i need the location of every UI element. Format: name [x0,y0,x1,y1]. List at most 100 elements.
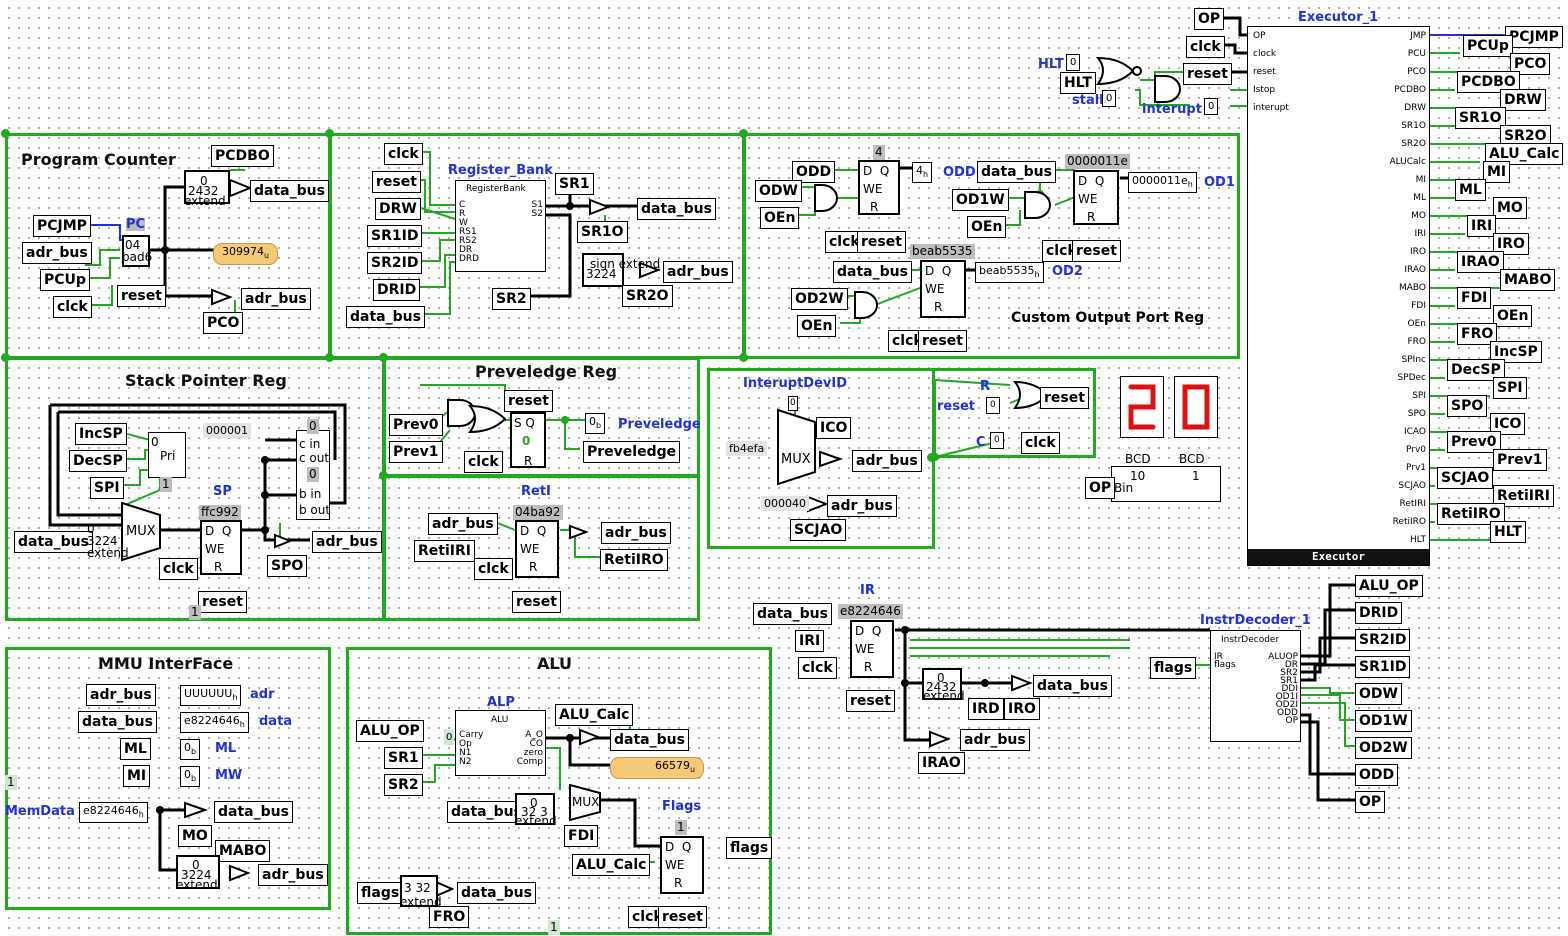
clck-pin[interactable]: clck [464,451,503,473]
reset-pin[interactable]: reset [512,591,561,613]
instr-decoder-pin[interactable]: OD1W [1355,710,1412,732]
adr-bus-pin[interactable]: adr_bus [852,450,922,472]
executor-pin[interactable]: MO [1493,197,1527,219]
fro-pin[interactable]: FRO [429,906,470,928]
reset-pin[interactable]: reset [846,690,895,712]
sr1id-pin[interactable]: SR1ID [367,225,423,247]
data-bus-pin[interactable]: data_bus [346,306,425,328]
executor-pin[interactable]: IRAO [1457,251,1504,273]
ml-pin[interactable]: ML [120,738,151,760]
pcup-pin[interactable]: PCUp [40,269,90,291]
ico-pin[interactable]: ICO [816,417,852,439]
executor-pin[interactable]: FDI [1457,287,1492,309]
executor-pin[interactable]: SR1O [1455,107,1506,129]
clck-pin[interactable]: clck [53,296,92,318]
pco-pin[interactable]: PCO [203,312,244,334]
iri-pin[interactable]: IRI [795,630,825,652]
sr2o-pin[interactable]: SR2O [622,285,673,307]
irao-pin[interactable]: IRAO [918,752,965,774]
clck-pin[interactable]: clck [798,657,837,679]
data-bus-pin[interactable]: data_bus [977,161,1056,183]
executor-pin[interactable]: PCDBO [1457,71,1520,93]
reset-pin[interactable]: reset [117,285,166,307]
executor-pin[interactable]: MI [1483,161,1511,183]
adr-bus-pin[interactable]: adr_bus [960,729,1030,751]
reset-pin[interactable]: reset [918,330,967,352]
executor-pin[interactable]: RetiIRI [1493,485,1554,507]
instr-decoder-pin[interactable]: DRID [1355,602,1403,624]
odd-pin[interactable]: ODD [792,161,836,183]
clck-pin[interactable]: clck [628,906,667,928]
op-pin[interactable]: OP [1194,8,1225,30]
executor-pin[interactable]: PCUp [1463,35,1513,57]
data-bus-pin[interactable]: data_bus [610,729,689,751]
executor-pin[interactable]: SR2O [1500,125,1551,147]
op-pin[interactable]: OP [1085,477,1116,499]
iro-pin[interactable]: IRO [1004,698,1040,720]
executor-pin[interactable]: MABO [1500,269,1556,291]
pcdbo-pin[interactable]: PCDBO [211,145,274,167]
mabo-pin[interactable]: MABO [215,840,271,862]
mi-pin[interactable]: MI [123,765,151,787]
alu-calc-pin[interactable]: ALU_Calc [555,704,634,726]
drw-pin[interactable]: DRW [375,198,421,220]
od1w-pin[interactable]: OD1W [952,189,1009,211]
alu-op-pin[interactable]: ALU_OP [356,720,424,742]
adr-bus-pin[interactable]: adr_bus [601,522,671,544]
spo-pin[interactable]: SPO [267,555,308,577]
executor-pin[interactable]: Prev1 [1493,449,1547,471]
clck-pin[interactable]: clck [1042,240,1081,262]
adr-bus-pin[interactable]: adr_bus [827,495,897,517]
executor-pin[interactable]: RetiIRO [1437,503,1505,525]
instr-decoder-pin[interactable]: OD2W [1355,737,1412,759]
reset-pin[interactable]: reset [198,591,247,613]
mo-pin[interactable]: MO [178,825,212,847]
data-bus-pin[interactable]: data_bus [214,801,293,823]
data-bus-pin[interactable]: data_bus [637,198,716,220]
instr-decoder-pin[interactable]: ODW [1355,683,1402,705]
data-bus-pin[interactable]: data_bus [78,711,157,733]
data-bus-pin[interactable]: data_bus [447,801,526,823]
reset-pin[interactable]: reset [372,171,421,193]
adr-bus-pin[interactable]: adr_bus [428,513,498,535]
executor-pin[interactable]: SPO [1447,395,1488,417]
clck-pin[interactable]: clck [159,558,198,580]
pcjmp-pin[interactable]: PCJMP [33,215,91,237]
adr-bus-pin[interactable]: adr_bus [663,261,733,283]
instr-decoder-pin[interactable]: SR2ID [1355,629,1411,651]
executor-pin[interactable]: ALU_Calc [1485,143,1564,165]
instr-decoder-pin[interactable]: ALU_OP [1355,575,1423,597]
sr1o-pin[interactable]: SR1O [577,221,628,243]
clck-pin[interactable]: clck [1021,432,1060,454]
clck-pin[interactable]: clck [1186,36,1225,58]
adr-bus-pin[interactable]: adr_bus [241,288,311,310]
adr-bus-pin[interactable]: adr_bus [86,684,156,706]
scjao-pin[interactable]: SCJAO [790,519,847,541]
clck-pin[interactable]: clck [888,330,927,352]
executor-pin[interactable]: ICO [1490,413,1526,435]
adr-bus-pin[interactable]: adr_bus [258,864,328,886]
prev1-pin[interactable]: Prev1 [389,441,443,463]
flags-pin[interactable]: flags [726,837,773,859]
oen-pin[interactable]: OEn [760,207,800,229]
spi-pin[interactable]: SPI [90,477,124,499]
executor-pin[interactable]: SCJAO [1437,467,1494,489]
executor-pin[interactable]: OEn [1493,305,1533,327]
reset-pin[interactable]: reset [857,231,906,253]
decsp-pin[interactable]: DecSP [69,450,127,472]
od2w-pin[interactable]: OD2W [791,288,848,310]
adr-bus-pin[interactable]: adr_bus [22,242,92,264]
sr2-pin[interactable]: SR2 [384,774,423,796]
clck-pin[interactable]: clck [474,558,513,580]
clck-pin[interactable]: clck [384,143,423,165]
sr2-pin[interactable]: SR2 [492,288,531,310]
data-bus-pin[interactable]: data_bus [250,180,329,202]
reset-pin[interactable]: reset [658,906,707,928]
incsp-pin[interactable]: IncSP [75,423,127,445]
executor-pin[interactable]: ML [1455,179,1486,201]
ird-pin[interactable]: IRD [968,698,1004,720]
reset-pin[interactable]: reset [1040,387,1089,409]
executor-pin[interactable]: DecSP [1447,359,1505,381]
sr1-pin[interactable]: SR1 [384,747,423,769]
